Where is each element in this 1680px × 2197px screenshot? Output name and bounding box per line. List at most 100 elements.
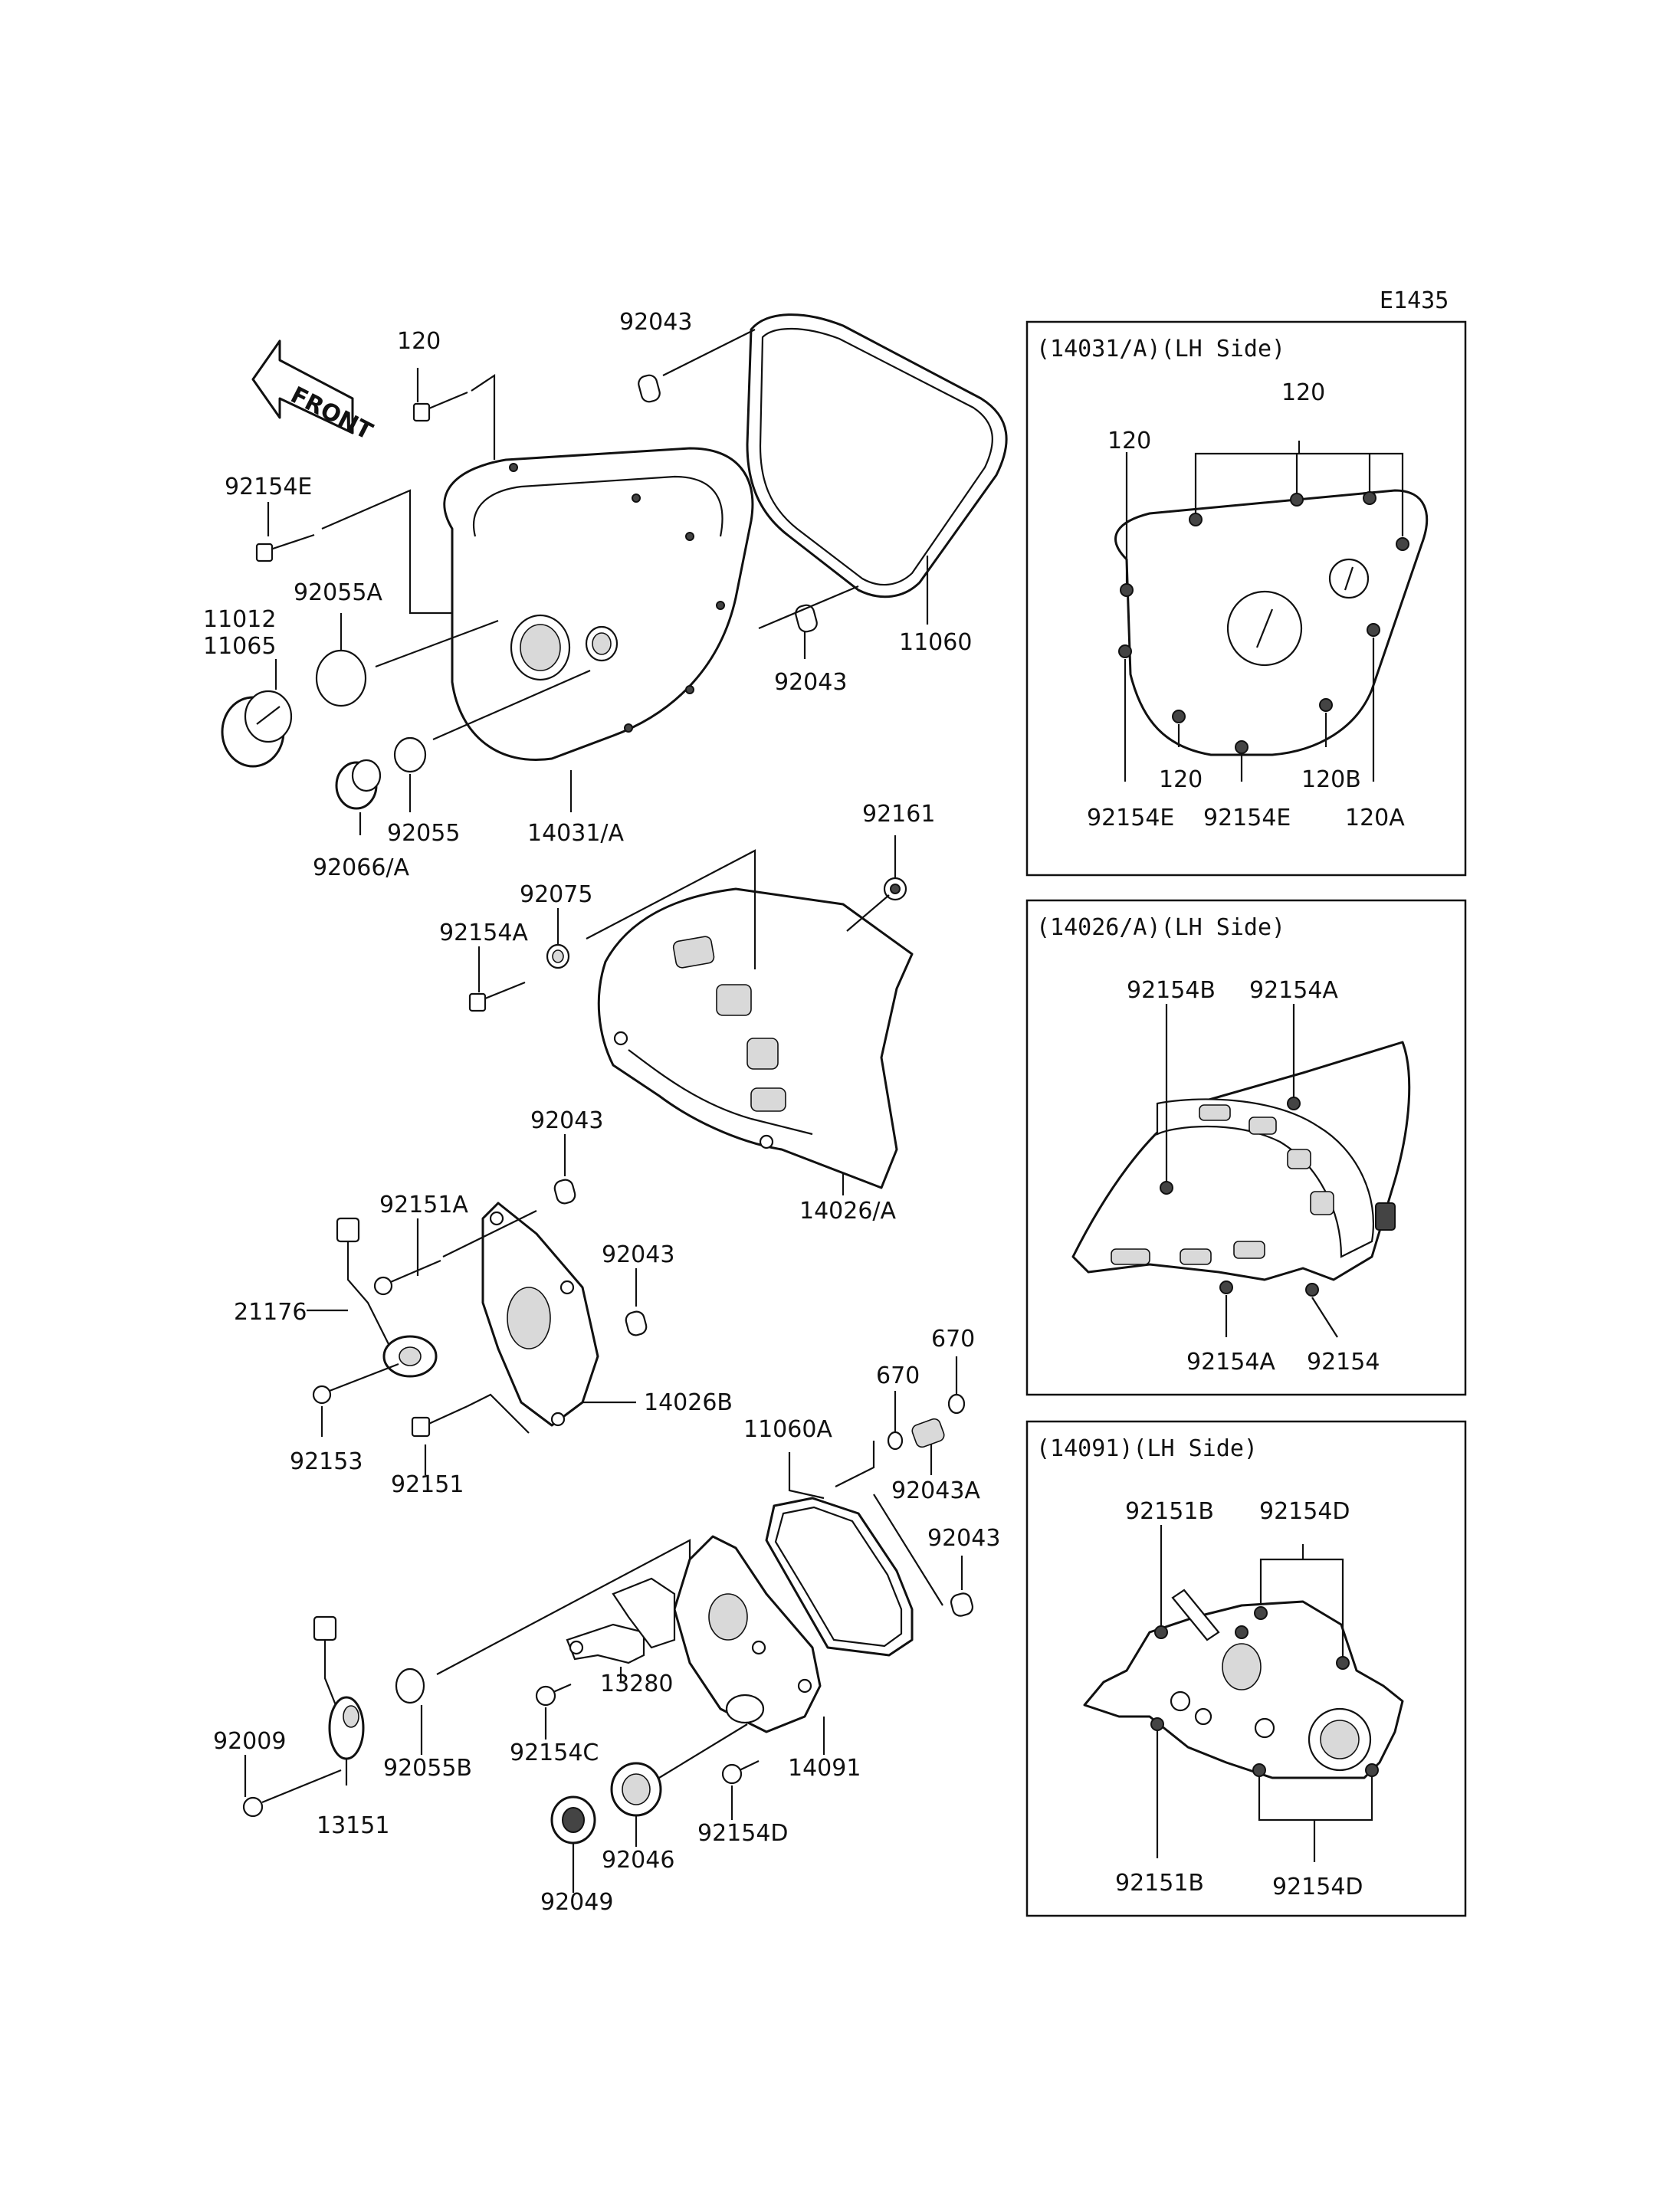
- inset1-label-120-top: 120: [1281, 379, 1325, 406]
- label-92154d: 92154D: [697, 1820, 789, 1847]
- oring-92055b: [395, 1667, 425, 1704]
- dowel-92043a: [911, 1418, 945, 1448]
- label-92043a: 92043A: [891, 1477, 980, 1504]
- label-11065: 11065: [203, 633, 276, 660]
- leader-lines-middle: [477, 835, 897, 1195]
- inset2-label-92154a-bottom: 92154A: [1186, 1349, 1275, 1376]
- label-92043-b: 92043: [774, 669, 847, 696]
- leader-lines-bottom: [244, 1356, 963, 1893]
- label-11060: 11060: [899, 629, 972, 656]
- inset-14031a-drawing: [1114, 489, 1429, 756]
- label-92043-d: 92043: [602, 1241, 674, 1268]
- label-120: 120: [397, 328, 441, 355]
- washer-92161: [883, 877, 907, 901]
- label-92075: 92075: [520, 881, 592, 908]
- diagram-code: E1435: [1380, 287, 1449, 314]
- label-92055a: 92055A: [294, 579, 382, 606]
- front-arrow-icon: FRONT: [251, 339, 377, 446]
- inset3-label-92151b-bottom: 92151B: [1115, 1870, 1204, 1897]
- label-14026a: 14026/A: [799, 1198, 897, 1225]
- inset-14091-title: (14091)(LH Side): [1036, 1435, 1258, 1462]
- bolt-92154e: [255, 533, 315, 562]
- inset1-label-92154e-a: 92154E: [1087, 805, 1174, 831]
- plug-92066a: [335, 759, 382, 810]
- inset3-label-92151b-top: 92151B: [1125, 1498, 1214, 1525]
- inset-14026a-drawing: [1071, 1041, 1411, 1297]
- inset-14091-box: [1025, 1420, 1467, 1917]
- grommet-92075: [546, 943, 570, 969]
- inset1-label-120-left: 120: [1107, 428, 1151, 454]
- bolt-120: [412, 391, 468, 422]
- dowel-92043-a: [638, 374, 661, 403]
- inset1-label-92154e-b: 92154E: [1203, 805, 1291, 831]
- oring-92055: [393, 736, 427, 773]
- dowel-92043-e: [950, 1592, 974, 1617]
- label-92043-c: 92043: [530, 1107, 603, 1134]
- bracket-14026b: [481, 1202, 599, 1427]
- sensor-21176: [336, 1217, 438, 1378]
- label-14031a: 14031/A: [527, 820, 625, 847]
- housing-14091: [673, 1535, 822, 1733]
- bracket-13280: [566, 1577, 676, 1664]
- label-92043-e: 92043: [927, 1525, 1000, 1552]
- sensor-13151: [313, 1615, 365, 1760]
- inset3-label-92154d-bottom: 92154D: [1272, 1874, 1363, 1900]
- inset-14031a-box: [1025, 320, 1467, 877]
- seal-92049: [550, 1795, 596, 1844]
- dowel-92043-c: [553, 1179, 576, 1205]
- inset1-label-120b: 120B: [1301, 766, 1361, 793]
- bolt-92009: [242, 1769, 342, 1818]
- dowel-92043-d: [625, 1310, 648, 1336]
- label-92151a: 92151A: [379, 1192, 468, 1218]
- inset-14031a-title: (14031/A)(LH Side): [1036, 336, 1285, 362]
- inset-14026a-box: [1025, 899, 1467, 1396]
- label-11012: 11012: [203, 606, 276, 633]
- label-92153: 92153: [290, 1448, 363, 1475]
- inset1-label-120a: 120A: [1345, 805, 1405, 831]
- cap-11012: [221, 690, 293, 768]
- inset1-label-120-bottom: 120: [1159, 766, 1203, 793]
- bolt-92153: [312, 1362, 399, 1405]
- bolt-92151a: [373, 1259, 441, 1296]
- label-92066a: 92066/A: [313, 854, 410, 881]
- label-92009: 92009: [213, 1728, 286, 1755]
- inset-14031a-leaders: [1124, 441, 1404, 782]
- label-92154a: 92154A: [439, 920, 528, 946]
- inset2-label-92154b: 92154B: [1127, 977, 1216, 1004]
- inset-14026a-title: (14026/A)(LH Side): [1036, 914, 1285, 941]
- label-13151: 13151: [317, 1812, 389, 1839]
- label-670-b: 670: [931, 1326, 975, 1353]
- label-92154c: 92154C: [510, 1740, 599, 1766]
- label-11060a: 11060A: [743, 1416, 832, 1443]
- bolt-92154c: [535, 1683, 572, 1707]
- oring-670-a: [887, 1431, 904, 1451]
- label-92055b: 92055B: [383, 1755, 472, 1782]
- label-92043-a: 92043: [619, 309, 692, 336]
- leader-lines-top: [267, 329, 929, 835]
- inset-14091-drawing: [1083, 1589, 1404, 1779]
- label-92161: 92161: [862, 801, 935, 828]
- oring-92055a: [315, 649, 367, 707]
- label-92055: 92055: [387, 820, 460, 847]
- label-13280: 13280: [600, 1671, 673, 1697]
- label-92154e: 92154E: [225, 474, 312, 500]
- label-14026b: 14026B: [644, 1389, 733, 1416]
- label-670-a: 670: [876, 1362, 920, 1389]
- inset2-label-92154: 92154: [1307, 1349, 1380, 1376]
- leader-lines-bracket: [307, 1134, 638, 1475]
- gasket-11060a: [765, 1497, 914, 1657]
- label-92151: 92151: [391, 1471, 464, 1498]
- inset2-label-92154a-top: 92154A: [1249, 977, 1338, 1004]
- bolt-92154a: [468, 981, 526, 1012]
- bolt-92154d: [721, 1760, 760, 1785]
- inset3-label-92154d-top: 92154D: [1259, 1498, 1350, 1525]
- oring-670-b: [947, 1393, 966, 1415]
- bolt-92151: [411, 1405, 468, 1438]
- gasket-11060: [746, 313, 1008, 598]
- inset-14091-leaders: [1156, 1525, 1373, 1862]
- label-14091: 14091: [788, 1755, 861, 1782]
- dowel-92043-b: [795, 604, 818, 633]
- label-92049: 92049: [540, 1889, 613, 1916]
